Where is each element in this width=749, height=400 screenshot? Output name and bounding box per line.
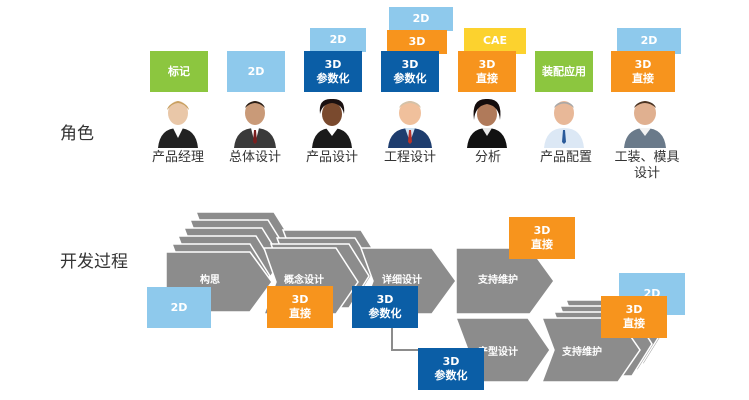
role-tag-3d-direct-2: 3D 直接	[611, 51, 675, 92]
person-avatar-icon	[158, 101, 198, 148]
process-tag-3d-direct-top: 3D 直接	[509, 217, 575, 259]
process-tag-3d-direct-right: 3D 直接	[601, 296, 667, 338]
role-tag-2d-top: 2D	[389, 7, 453, 31]
role-tag-3d: 3D	[387, 30, 447, 54]
role-tag-3d-direct: 3D 直接	[458, 51, 516, 92]
role-tag-3d-parametric: 3D 参数化	[304, 51, 362, 92]
role-tag-markup: 标记	[150, 51, 208, 92]
process-row-label: 开发过程	[60, 252, 128, 272]
role-tag-2d-back: 2D	[310, 28, 366, 52]
process-tag-2d: 2D	[147, 287, 211, 328]
role-name: 工装、模具 设计	[614, 150, 680, 181]
process-step-label: 构思	[200, 275, 220, 286]
role-name: 产品经理	[151, 150, 204, 165]
person-avatar-icon	[388, 101, 432, 148]
process-step-label: 支持维护	[478, 275, 518, 286]
process-tag-3d-parametric-bottom: 3D 参数化	[418, 348, 484, 390]
role-name: 产品设计	[305, 150, 358, 165]
role-name: 产品配置	[539, 150, 592, 165]
process-step-label: 详细设计	[382, 275, 422, 286]
process-step-label: 概念设计	[284, 275, 324, 286]
person-avatar-icon	[624, 101, 666, 148]
process-step-label: 产型设计	[478, 347, 518, 358]
role-tag-assembly: 装配应用	[535, 51, 593, 92]
role-tag-cae: CAE	[464, 28, 526, 54]
person-avatar-icon	[544, 101, 584, 148]
person-avatar-icon	[234, 101, 276, 148]
role-name: 总体设计	[228, 150, 281, 165]
process-step-label: 支持维护	[562, 347, 602, 358]
process-tag-3d-parametric: 3D 参数化	[352, 286, 418, 328]
roles-row-label: 角色	[60, 124, 94, 144]
role-tag-2d: 2D	[227, 51, 285, 92]
role-tag-3d-parametric-2: 3D 参数化	[381, 51, 439, 92]
role-name: 分析	[474, 150, 501, 165]
role-name: 工程设计	[383, 150, 436, 165]
role-tag-2d-back-2: 2D	[617, 28, 681, 54]
person-avatar-icon	[467, 98, 507, 148]
process-tag-3d-direct: 3D 直接	[267, 286, 333, 328]
person-avatar-icon	[312, 98, 352, 148]
